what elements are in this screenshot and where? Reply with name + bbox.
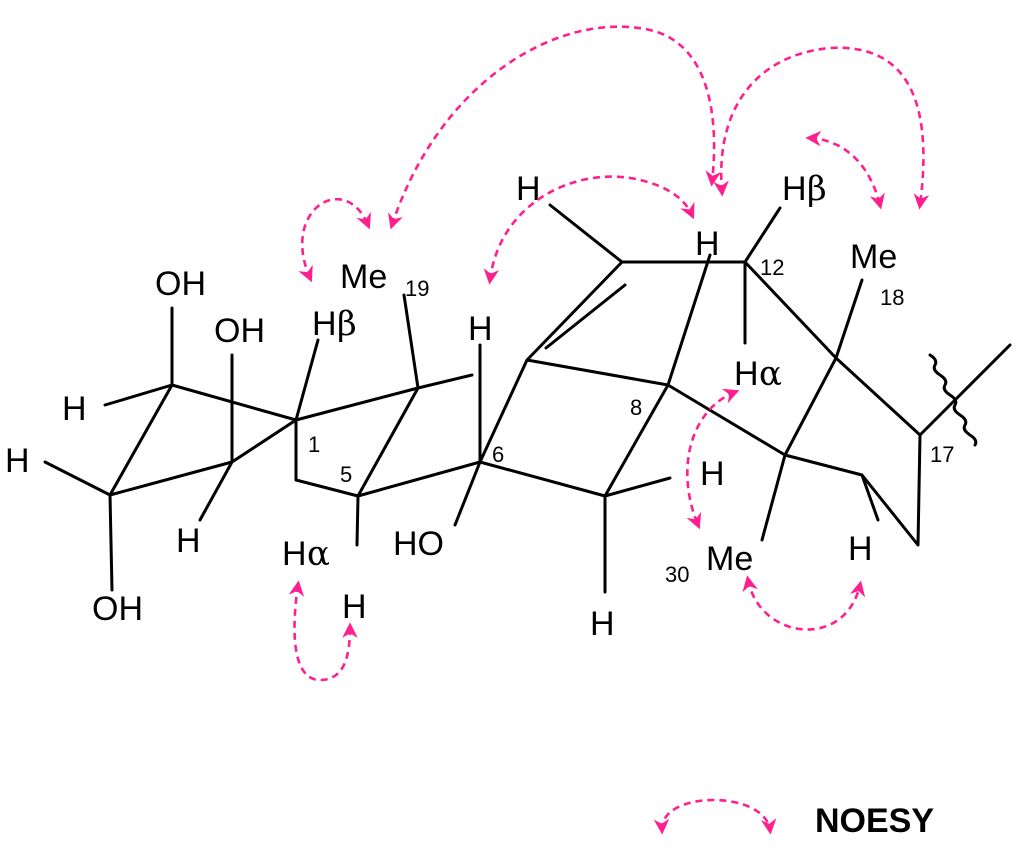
h-5-label: H (342, 588, 367, 626)
olefinic-h-label: H (516, 170, 541, 208)
h-6-label: H (468, 310, 493, 348)
hydrogen-label: H (176, 522, 201, 560)
position-17-label: 17 (930, 442, 954, 467)
noesy-arrow-h12alpha-me30 (686, 388, 740, 530)
wavy-bond (928, 353, 978, 447)
noesy-arrow-me30-h16 (742, 575, 866, 631)
ring-a-bonds (43, 306, 298, 592)
hydrogen-label: H (5, 442, 30, 480)
hydroxyl-label: OH (214, 312, 265, 350)
noesy-arrow-h1alpha-h5 (288, 580, 358, 682)
h-16-label: H (848, 530, 873, 568)
hydroxyl-label: OH (155, 265, 206, 303)
h-12-beta-label: H (782, 170, 807, 208)
noesy-arrow-h12beta-me18 (805, 130, 885, 210)
beta-symbol: β (807, 169, 827, 209)
methyl-30-label: Me (706, 540, 753, 578)
h-1-beta-label: H (312, 305, 337, 343)
methyl-18-label: Me (850, 238, 897, 276)
noesy-arrow-h1beta-me19 (298, 197, 371, 283)
position-19-label: 19 (405, 276, 429, 301)
legend: NOESY (653, 798, 934, 840)
legend-label: NOESY (815, 802, 934, 840)
h-11-label: H (695, 225, 720, 263)
h-1-alpha-label: H (282, 535, 307, 573)
noesy-arrow-h6-h11 (483, 175, 695, 285)
ring-d-bonds (666, 206, 1012, 547)
position-18-label: 18 (880, 285, 904, 310)
position-1-label: 1 (308, 432, 320, 457)
noesy-arrow-h11-me18 (713, 46, 930, 210)
alpha-symbol: α (307, 534, 330, 574)
h-12-alpha-label: H (734, 355, 759, 393)
h-7-label: H (700, 455, 725, 493)
position-5-label: 5 (340, 462, 352, 487)
molecule-skeleton (43, 203, 1012, 594)
alpha-symbol: α (759, 354, 782, 394)
methyl-19-label: Me (340, 258, 387, 296)
hydrogen-label: H (62, 390, 87, 428)
position-30-label: 30 (665, 562, 689, 587)
legend-noesy-arrow (653, 798, 777, 835)
noesy-correlations (288, 25, 930, 682)
position-6-label: 6 (492, 442, 504, 467)
position-12-label: 12 (760, 255, 784, 280)
hydroxyl-label-c6: HO (393, 525, 444, 563)
position-8-label: 8 (630, 395, 642, 420)
hydroxyl-label: OH (92, 590, 143, 628)
h-7-bottom-label: H (590, 605, 615, 643)
noesy-arrow-me19-h11 (388, 25, 721, 230)
beta-symbol: β (337, 304, 357, 344)
ring-b-bonds (294, 293, 482, 547)
